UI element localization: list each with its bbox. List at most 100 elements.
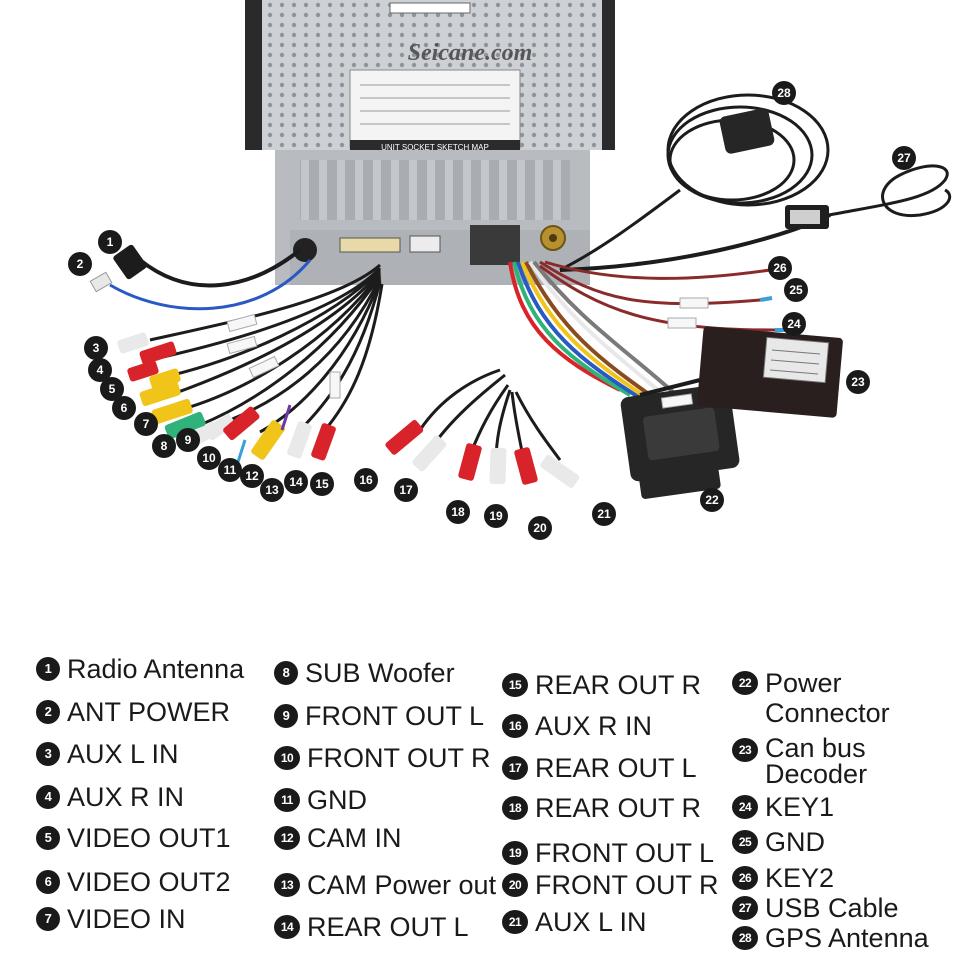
legend-badge: 26 [732, 866, 758, 890]
legend-label: Radio Antenna [67, 654, 245, 684]
legend-badge: 8 [274, 661, 298, 685]
legend-item-27: 27 USB Cable [732, 893, 899, 923]
legend-badge: 4 [36, 785, 60, 809]
legend-label: GPS Antenna [765, 923, 929, 953]
unit-socket-label: UNIT SOCKET SKETCH MAP [381, 143, 489, 152]
head-unit-chassis: UNIT SOCKET SKETCH MAP Seicane.com [245, 0, 615, 285]
svg-text:9: 9 [185, 433, 192, 447]
legend-badge: 11 [274, 788, 300, 812]
svg-text:22: 22 [705, 493, 719, 507]
legend-badge: 7 [36, 907, 60, 931]
legend-badge: 3 [36, 742, 60, 766]
rca-plug-aux-r-in-2 [385, 420, 424, 455]
callout-4: 4 [88, 358, 112, 382]
legend-badge: 22 [732, 671, 758, 695]
rca-plug-front-out-r [223, 406, 260, 441]
callout-6: 6 [112, 396, 136, 420]
legend-label: REAR OUT L [307, 912, 469, 942]
callout-28: 28 [772, 81, 796, 105]
callout-badges: 1 2 3 4 5 6 7 8 9 10 11 12 13 14 15 16 1… [68, 81, 916, 540]
legend-badge: 16 [502, 714, 528, 738]
legend-badge: 6 [36, 870, 60, 894]
callout-26: 26 [768, 256, 792, 280]
legend-label: USB Cable [765, 893, 899, 923]
legend-label: ANT POWER [67, 697, 231, 727]
legend-label: Can bus [765, 733, 866, 763]
legend-badge: 14 [274, 915, 300, 939]
legend-item-14: 14 REAR OUT L [274, 912, 469, 942]
legend-badge: 18 [502, 796, 528, 820]
callout-10: 10 [197, 446, 221, 470]
legend-badge: 19 [502, 841, 528, 865]
svg-text:12: 12 [245, 469, 259, 483]
legend-label: REAR OUT L [535, 753, 697, 783]
svg-text:14: 14 [289, 475, 303, 489]
legend-label: AUX R IN [535, 711, 653, 741]
legend-label: FRONT OUT R [307, 743, 491, 773]
legend-label: KEY2 [765, 863, 835, 893]
svg-text:24: 24 [787, 317, 801, 331]
svg-text:19: 19 [489, 509, 503, 523]
callout-9: 9 [176, 428, 200, 452]
svg-text:8: 8 [161, 439, 168, 453]
svg-text:6: 6 [121, 401, 128, 415]
rca-plug-rear-out-r-2 [458, 443, 482, 481]
svg-text:28: 28 [777, 86, 791, 100]
svg-text:1: 1 [107, 235, 114, 249]
callout-5: 5 [100, 377, 124, 401]
callout-17: 17 [394, 478, 418, 502]
svg-text:3: 3 [93, 341, 100, 355]
callout-21: 21 [592, 502, 616, 526]
callout-2: 2 [68, 252, 92, 276]
legend-badge: 12 [274, 826, 300, 850]
legend-label: GND [765, 827, 825, 857]
power-connector [620, 383, 740, 499]
legend-label: SUB Woofer [305, 658, 455, 688]
legend-label: CAM Power out [307, 870, 497, 900]
legend-label: Power [765, 668, 842, 698]
wiring-diagram: UNIT SOCKET SKETCH MAP Seicane.com [68, 0, 952, 540]
legend-label: AUX R IN [67, 782, 185, 812]
callout-1: 1 [98, 230, 122, 254]
svg-text:27: 27 [897, 151, 911, 165]
legend-badge: 20 [502, 873, 528, 897]
legend-badge: 13 [274, 873, 300, 897]
legend-badge: 27 [732, 896, 758, 920]
rca-plug-video-out1 [139, 380, 181, 407]
rca-plug-video-out2 [151, 398, 193, 425]
callout-23: 23 [846, 370, 870, 394]
rca-plug-aux-l-in-2 [540, 454, 580, 488]
callout-25: 25 [784, 278, 808, 302]
legend-item-8: 8 SUB Woofer [274, 658, 455, 688]
legend-item-4: 4 AUX R IN [36, 782, 184, 812]
rca-plug-front-out-r-2 [514, 447, 538, 485]
legend-badge: 24 [732, 795, 758, 819]
legend-label: AUX L IN [535, 907, 647, 937]
legend-badge: 23 [732, 738, 758, 762]
svg-text:18: 18 [451, 505, 465, 519]
watermark-text: Seicane.com [408, 40, 533, 66]
callout-14: 14 [284, 470, 308, 494]
legend-item-26: 26 KEY2 [732, 863, 834, 893]
rca-plug-rear-out-l-2 [412, 435, 447, 472]
legend-item-16: 16 AUX R IN [502, 711, 652, 741]
svg-text:25: 25 [789, 283, 803, 297]
legend-label: FRONT OUT L [305, 701, 485, 731]
rca-plug-gnd [236, 439, 247, 463]
rca-plug-rear-out-l [287, 421, 312, 459]
callout-7: 7 [134, 412, 158, 436]
svg-text:4: 4 [97, 363, 104, 377]
svg-text:21: 21 [597, 507, 611, 521]
legend-label-line2: Decoder [765, 759, 868, 789]
rca-plug-cam-power [280, 404, 292, 431]
svg-text:2: 2 [77, 257, 84, 271]
